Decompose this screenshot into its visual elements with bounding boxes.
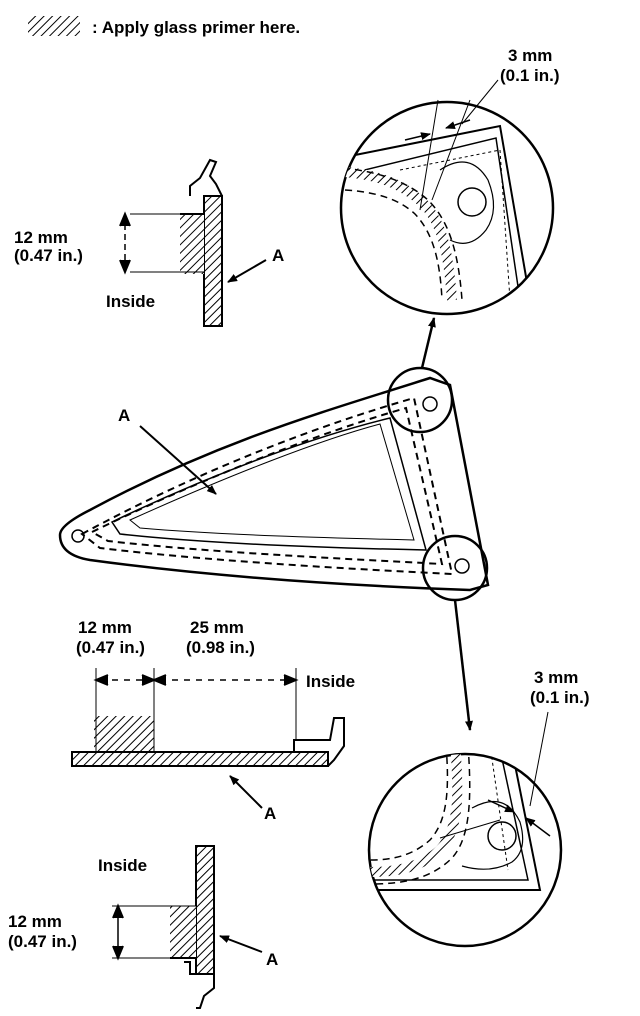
quarter-glass-outline (58, 317, 490, 731)
section-bottom-left (112, 845, 263, 1009)
part-a-label-mid: A (264, 804, 277, 823)
dim-12mm-bottom-in: (0.47 in.) (8, 932, 77, 951)
detail-circle-top (339, 79, 555, 316)
dim-3mm-top-in: (0.1 in.) (500, 66, 560, 85)
part-a-label-top: A (272, 246, 285, 265)
dim-3mm-top: 3 mm (508, 46, 553, 65)
dim-12mm-top-in: (0.47 in.) (14, 246, 83, 265)
dim-25mm-mid-in: (0.98 in.) (186, 638, 255, 657)
dim-12mm-bottom: 12 mm (8, 912, 62, 931)
section-middle (71, 668, 345, 809)
dim-12mm-top: 12 mm (14, 228, 68, 247)
legend-hatch-icon (28, 16, 80, 36)
dim-12mm-mid: 12 mm (78, 618, 132, 637)
inside-label-mid: Inside (306, 672, 356, 691)
dim-3mm-bottom-in: (0.1 in.) (530, 688, 590, 707)
dim-12mm-mid-in: (0.47 in.) (76, 638, 145, 657)
inside-label-bottom: Inside (98, 856, 148, 875)
part-a-label-main: A (118, 406, 131, 425)
section-top-left (119, 158, 267, 327)
legend-text: : Apply glass primer here. (92, 18, 301, 37)
dim-3mm-bottom: 3 mm (534, 668, 579, 687)
inside-label-top: Inside (106, 292, 156, 311)
part-a-label-bottom: A (266, 950, 279, 969)
dim-25mm-mid: 25 mm (190, 618, 244, 637)
detail-circle-bottom (367, 711, 563, 948)
